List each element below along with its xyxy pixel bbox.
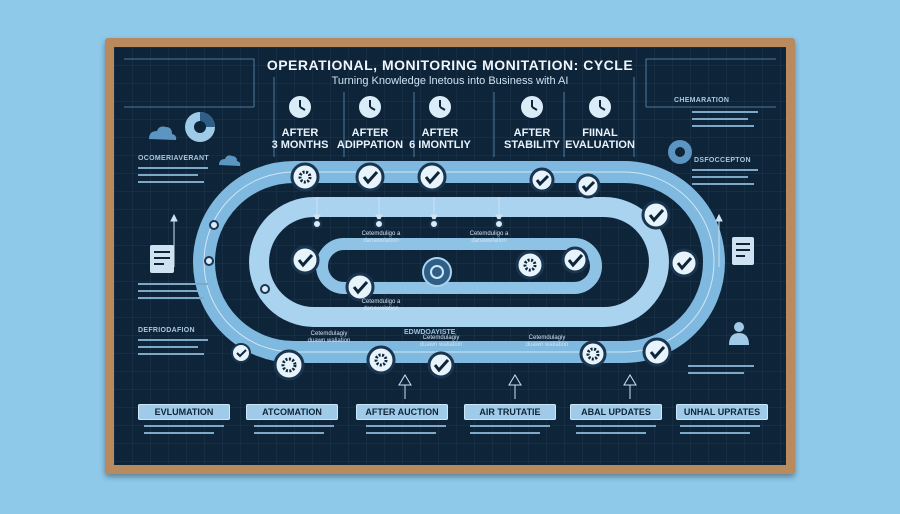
gear-icon [515, 250, 545, 280]
phase-label: ABAL UPDATES [570, 404, 662, 420]
diagram-panel: OPERATIONAL, MONITORING MONITATION: CYCL… [114, 47, 786, 465]
phase-label: EVLUMATION [138, 404, 230, 420]
flow-arrows [170, 197, 723, 399]
gear-icon [366, 345, 396, 375]
track-dots [204, 219, 504, 294]
phase-label: UNHAL UPRATES [676, 404, 768, 420]
gear-icon [579, 340, 607, 368]
check-icon [669, 248, 699, 278]
gear-icon [668, 140, 692, 164]
check-icon [561, 246, 589, 274]
middle-track [249, 197, 669, 327]
diagram-subtitle: Turning Knowledge lnetous into Business … [331, 75, 569, 87]
side-heading: DEFRIODAFION [138, 327, 195, 334]
clock-icon [427, 94, 453, 120]
stage-note: Cetemdulagiy duawn waliation [419, 335, 463, 348]
stage-note: Cetemdulagiy duawn waliation [525, 335, 569, 348]
check-nodes [231, 162, 699, 379]
check-icon [345, 272, 375, 302]
check-icon [529, 167, 555, 193]
whiteboard-frame: OPERATIONAL, MONITORING MONITATION: CYCL… [105, 38, 795, 474]
check-icon [417, 162, 447, 192]
clipboard-icon [732, 237, 754, 265]
pie-chart-icon [185, 112, 215, 142]
check-icon [575, 173, 601, 199]
stage-clocks [287, 94, 613, 120]
check-icon [290, 245, 320, 275]
side-heading: OCOMERIAVERANT [138, 155, 209, 162]
frame-lines [124, 58, 776, 157]
gear-icon [290, 162, 320, 192]
gear-icon [273, 349, 305, 381]
stage-note: Cetemdulagiy duawn waliation [307, 331, 351, 344]
clock-icon [587, 94, 613, 120]
document-icon [150, 245, 174, 273]
phase-label: AFTER AUCTION [356, 404, 448, 420]
person-icon [729, 322, 749, 345]
gear-nodes [273, 162, 607, 381]
phase-label: ATCOMATION [246, 404, 338, 420]
phase-label: AIR TRUTATIE [464, 404, 556, 420]
inner-track [316, 238, 602, 294]
clock-icon [519, 94, 545, 120]
clock-icon [357, 94, 383, 120]
check-icon [355, 162, 385, 192]
gear-icon [422, 257, 452, 287]
stage-note: Cetemduligo a danawelation [361, 299, 401, 312]
side-text-lines [138, 111, 760, 434]
check-icon [427, 351, 455, 379]
center-label: EDWDOAYISTE [404, 329, 456, 336]
check-icon [231, 343, 251, 363]
diagram-title: OPERATIONAL, MONITORING MONITATION: CYCL… [266, 57, 634, 73]
stage-note: Cetemduligo a danawelation [469, 231, 509, 244]
side-heading: CHEMARATION [674, 97, 730, 104]
stage-note: Cetemduligo a danawelation [361, 231, 401, 244]
check-icon [642, 337, 672, 367]
cycle-diagram [124, 58, 776, 434]
cloud-icon [149, 126, 177, 140]
cloud-icon [219, 155, 241, 166]
clock-icon [287, 94, 313, 120]
side-heading: DSFOCCEPTON [694, 157, 751, 164]
check-icon [641, 200, 671, 230]
